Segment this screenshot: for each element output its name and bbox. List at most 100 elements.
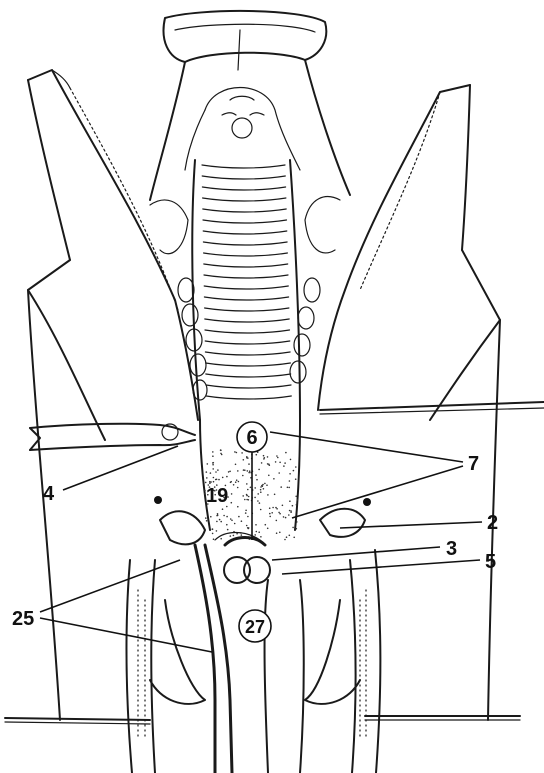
stipple-dot bbox=[216, 530, 218, 532]
stipple-dot bbox=[266, 484, 268, 486]
label-27: 27 bbox=[245, 617, 265, 637]
stipple-dot bbox=[228, 471, 230, 473]
trachea-ring bbox=[205, 352, 290, 355]
stipple-dot bbox=[234, 523, 236, 525]
stipple-dot bbox=[233, 535, 235, 537]
stipple-dot bbox=[275, 461, 277, 463]
label-4: 4 bbox=[43, 483, 55, 505]
left-flap bbox=[28, 70, 198, 720]
stipple-dot bbox=[237, 487, 239, 489]
stipple-dot bbox=[218, 479, 220, 481]
stipple-dot bbox=[220, 453, 222, 455]
stipple-dot bbox=[242, 495, 244, 497]
stipple-dot bbox=[217, 469, 219, 471]
stipple-dot bbox=[278, 512, 280, 514]
stipple-dot bbox=[279, 462, 281, 464]
stipple-dot bbox=[267, 494, 269, 496]
stipple-dot bbox=[288, 514, 290, 516]
stipple-dot bbox=[287, 487, 289, 489]
left-sternal-piece bbox=[154, 496, 205, 544]
stipple-dot bbox=[289, 500, 291, 502]
stipple-dot bbox=[260, 536, 262, 538]
trachea-ring bbox=[204, 297, 288, 300]
stipple-dot bbox=[247, 516, 249, 518]
stipple-dot bbox=[257, 500, 259, 502]
label-19: 19 bbox=[206, 485, 228, 507]
heart bbox=[215, 533, 270, 584]
trachea-ring bbox=[206, 363, 291, 366]
label-2-leader bbox=[340, 522, 482, 528]
trachea-ring bbox=[205, 330, 290, 333]
stipple-dot bbox=[212, 451, 214, 453]
stipple-dot bbox=[241, 534, 243, 536]
stipple-dot bbox=[248, 472, 250, 474]
stipple-dot bbox=[295, 478, 297, 480]
stipple-dot bbox=[250, 487, 252, 489]
trachea-ring bbox=[202, 187, 285, 190]
stipple-dot bbox=[236, 452, 238, 454]
trachea-ring bbox=[203, 220, 287, 223]
trachea-ring bbox=[206, 396, 291, 399]
stipple-dot bbox=[276, 508, 278, 510]
stipple-dot bbox=[207, 463, 209, 465]
stipple-dot bbox=[273, 478, 275, 480]
tongue-region bbox=[185, 88, 300, 171]
trachea-ring bbox=[204, 253, 288, 256]
stipple-dot bbox=[254, 487, 256, 489]
stipple-dot bbox=[209, 481, 211, 483]
stipple-dot bbox=[217, 514, 219, 516]
stipple-dot bbox=[248, 463, 250, 465]
trachea-ring bbox=[203, 231, 287, 234]
stipple-dot bbox=[205, 517, 207, 519]
stipple-dot bbox=[215, 471, 217, 473]
stipple-dot bbox=[247, 489, 249, 491]
stipple-dot bbox=[276, 455, 278, 457]
stipple-dot bbox=[235, 481, 237, 483]
stipple-dot bbox=[212, 468, 214, 470]
stipple-dot bbox=[260, 509, 262, 511]
stipple-dot bbox=[269, 464, 271, 466]
stipple-dot bbox=[233, 484, 235, 486]
stipple-dot bbox=[235, 464, 237, 466]
trachea-ring bbox=[202, 176, 285, 179]
stipple-dot bbox=[241, 520, 243, 522]
stipple-dot bbox=[242, 475, 244, 477]
stipple-dot bbox=[283, 516, 285, 518]
stipple-dot bbox=[229, 471, 231, 473]
stipple-dot bbox=[288, 487, 290, 489]
stipple-dot bbox=[267, 463, 269, 465]
stipple-dot bbox=[210, 516, 212, 518]
stipple-dot bbox=[238, 481, 240, 483]
stipple-dot bbox=[206, 471, 208, 473]
stipple-dot bbox=[292, 527, 294, 529]
stipple-dot bbox=[295, 496, 297, 498]
stipple-dot bbox=[231, 520, 233, 522]
stipple-dot bbox=[254, 497, 256, 499]
stipple-dot bbox=[237, 506, 239, 508]
body-wall-left bbox=[126, 560, 205, 773]
stipple-dot bbox=[245, 510, 247, 512]
stipple-dot bbox=[213, 538, 215, 540]
stipple-dot bbox=[259, 502, 261, 504]
stipple-dot bbox=[279, 532, 281, 534]
oesophagus bbox=[195, 545, 304, 773]
trachea-ring bbox=[203, 198, 286, 201]
stipple-dot bbox=[276, 520, 278, 522]
stipple-dot bbox=[249, 470, 251, 472]
stipple-dot bbox=[258, 531, 260, 533]
stipple-dot bbox=[290, 459, 292, 461]
stipple-dot bbox=[219, 519, 221, 521]
trachea-ring bbox=[205, 341, 290, 344]
stipple-dot bbox=[222, 477, 224, 479]
stipple-dot bbox=[268, 475, 270, 477]
stipple-dot bbox=[246, 525, 248, 527]
label-2: 2 bbox=[487, 512, 498, 534]
stipple-dot bbox=[248, 496, 250, 498]
stipple-dot bbox=[260, 491, 262, 493]
trachea-ring bbox=[204, 264, 288, 267]
stipple-dot bbox=[267, 456, 269, 458]
stipple-dot bbox=[275, 507, 277, 509]
stipple-dot bbox=[262, 484, 264, 486]
stipple-dot bbox=[255, 524, 257, 526]
